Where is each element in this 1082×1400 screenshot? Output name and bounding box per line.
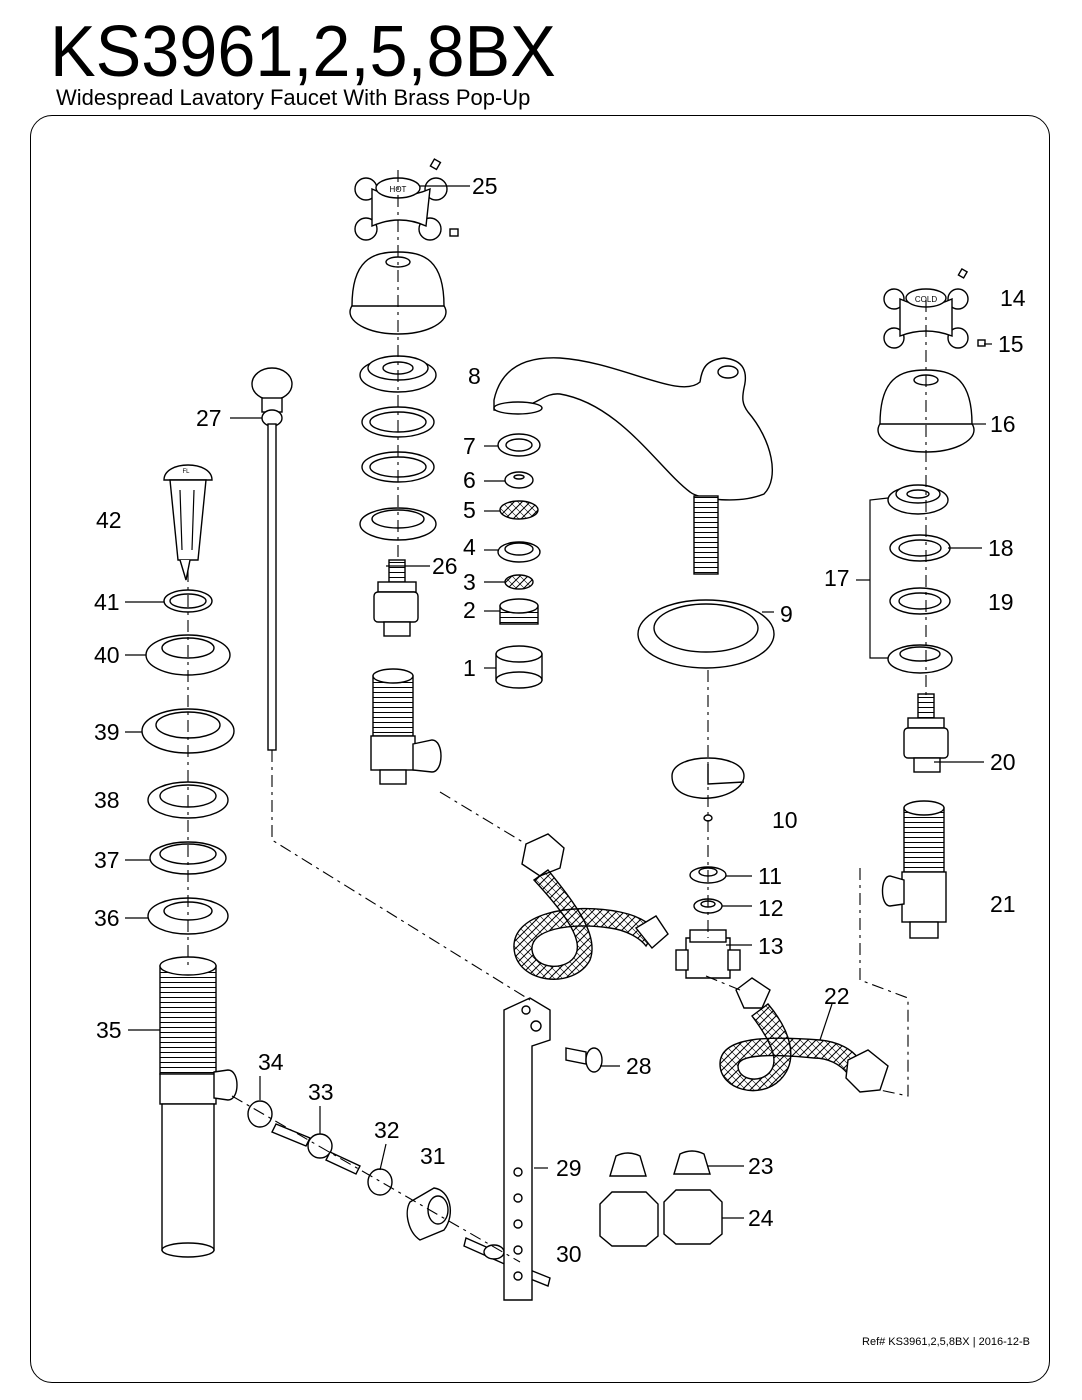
part-label-17: 17 (824, 565, 850, 591)
part-label-28: 28 (626, 1053, 652, 1079)
part-label-39: 39 (94, 719, 120, 745)
part-label-12: 12 (758, 895, 784, 921)
part-label-35: 35 (96, 1017, 122, 1043)
part-label-15: 15 (998, 331, 1024, 357)
part-label-32: 32 (374, 1117, 400, 1143)
part-label-26: 26 (432, 553, 458, 579)
part-label-7: 7 (463, 433, 476, 459)
part-label-1b: 1 (463, 655, 476, 681)
drain-stopper: FL (163, 464, 213, 581)
part-label-37: 37 (94, 847, 120, 873)
stopper-label: FL (182, 469, 190, 475)
part-label-5: 5 (463, 497, 476, 523)
spout (493, 357, 773, 575)
part-label-9: 9 (780, 601, 793, 627)
part-label-18: 18 (988, 535, 1014, 561)
aerator-parts (495, 433, 543, 689)
hot-washers (359, 406, 437, 541)
part-label-22: 22 (824, 983, 850, 1009)
part-label-13: 13 (758, 933, 784, 959)
part-label-24: 24 (748, 1205, 774, 1231)
part-labels: 4 1 2 3 5 6 7 8 9 10 11 12 13 14 15 16 1… (94, 173, 1026, 1267)
part-label-6: 6 (463, 467, 476, 493)
part-label-20: 20 (990, 749, 1016, 775)
assembly-guide-lines (187, 170, 927, 1263)
drain-body (159, 956, 238, 1258)
cold-mounting-hardware (869, 484, 953, 674)
model-title: KS3961,2,5,8BX (50, 12, 556, 92)
part-label-42: 42 (96, 507, 122, 533)
right-supply-hose (719, 977, 889, 1093)
diagram-frame (30, 115, 1050, 1383)
product-description: Widespread Lavatory Faucet With Brass Po… (56, 85, 531, 110)
part-label-3: 3 (463, 569, 476, 595)
part-label-23: 23 (748, 1153, 774, 1179)
part-label-2: 2 (463, 597, 476, 623)
cold-cartridge (903, 693, 949, 773)
part-label-14: 14 (1000, 285, 1026, 311)
part-label-27: 27 (196, 405, 222, 431)
part-label-34: 34 (258, 1049, 284, 1075)
part-label-10: 10 (772, 807, 798, 833)
hot-cross-handle: HOT (354, 158, 459, 241)
cold-label: COLD (915, 295, 937, 304)
part-label-30: 30 (556, 1241, 582, 1267)
part-label-8: 8 (468, 363, 481, 389)
lift-rod (251, 367, 293, 751)
leader-lines (125, 185, 992, 1219)
compression-sleeves-and-nuts (599, 1150, 723, 1247)
clevis-screw (565, 1047, 603, 1073)
cold-valve-body (881, 800, 947, 939)
part-label-11: 11 (758, 863, 782, 889)
part-label-31: 31 (420, 1143, 446, 1169)
part-label-25: 25 (472, 173, 498, 199)
part-label-29: 29 (556, 1155, 582, 1181)
left-supply-hose (513, 833, 669, 980)
reference-code: Ref# KS3961,2,5,8BX | 2016-12-B (862, 1336, 1030, 1348)
hot-valve-body (370, 668, 442, 785)
part-label-36: 36 (94, 905, 120, 931)
part-label-33: 33 (308, 1079, 334, 1105)
part-label-16: 16 (990, 411, 1016, 437)
part-label-38: 38 (94, 787, 120, 813)
part-label-41: 41 (94, 589, 120, 615)
part-label-40: 40 (94, 642, 120, 668)
clevis-strap (503, 997, 551, 1301)
part-label-21: 21 (990, 891, 1016, 917)
tee-connector (675, 929, 741, 979)
part-label-19: 19 (988, 589, 1014, 615)
hot-cartridge (373, 559, 419, 637)
spout-base-gasket (637, 599, 775, 669)
cold-cross-handle: COLD (883, 267, 986, 349)
part-label-1: 4 (463, 534, 476, 560)
